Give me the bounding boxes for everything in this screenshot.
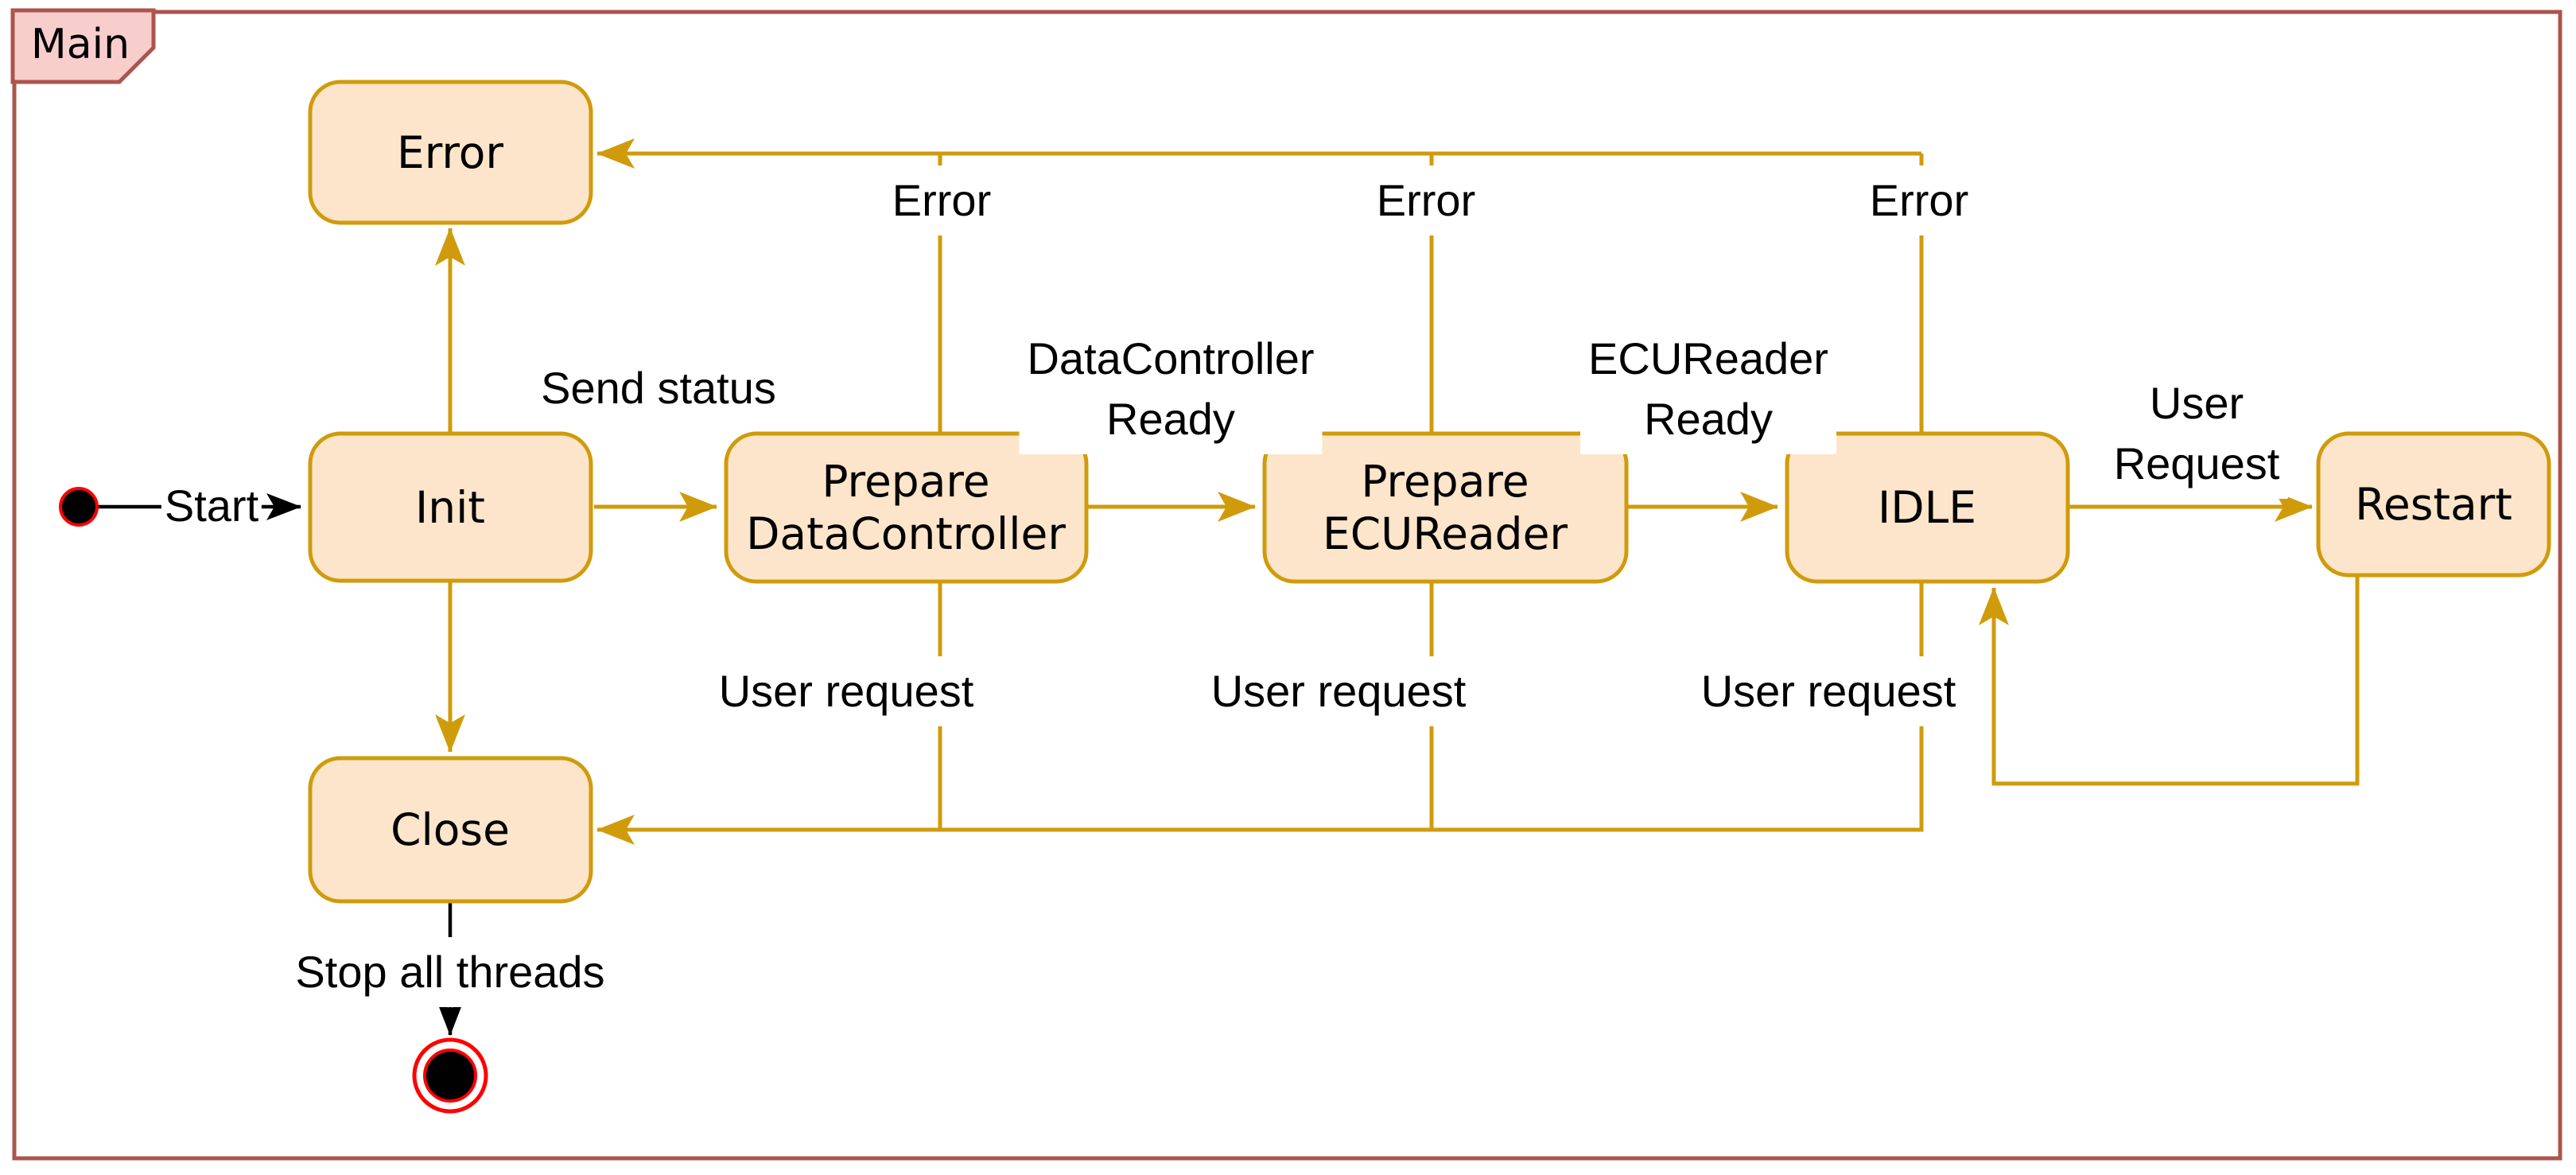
edge-label-user-request-2: User request (1203, 656, 1474, 726)
state-box-init[interactable] (308, 431, 593, 583)
edge-label-send-status: Send status (533, 353, 784, 423)
state-label-error: Error (396, 127, 504, 178)
state-box-idle[interactable] (1785, 431, 2070, 584)
frame-title: Main (30, 21, 130, 68)
edge-label-error-3: Error (1861, 165, 1977, 235)
state-label-init: Init (415, 482, 485, 533)
edge-label-stop-all-threads: Stop all threads (287, 937, 613, 1007)
initial-state-node (59, 487, 99, 527)
state-box-restart[interactable] (2316, 431, 2551, 578)
edge-label-error-1: Error (884, 165, 1000, 235)
edge-label-start: Start (161, 474, 262, 538)
edge-label-datacontroller-ready: DataController Ready (1019, 324, 1323, 454)
edge-label-error-2: Error (1368, 165, 1484, 235)
state-box-close[interactable] (308, 756, 593, 904)
state-box-error[interactable] (308, 80, 593, 225)
edge-restart-to-idle-loop (1979, 575, 2360, 786)
state-box-prepare-datacontroller[interactable] (724, 431, 1089, 584)
frame-title-tab (10, 8, 156, 84)
state-label-close: Close (390, 804, 510, 855)
edge-label-user-request-1: User request (710, 656, 982, 726)
state-label-prepare-datacontroller: Prepare DataController (746, 456, 1066, 559)
edge-label-ecureader-ready: ECUReader Ready (1580, 324, 1836, 454)
edge-label-user-request-restart: User Request (2105, 368, 2288, 499)
state-label-prepare-ecureader: Prepare ECUReader (1322, 456, 1568, 559)
frame-border (12, 10, 2562, 1161)
state-label-restart: Restart (2355, 479, 2512, 530)
state-box-prepare-ecureader[interactable] (1262, 431, 1629, 584)
state-label-idle: IDLE (1878, 482, 1976, 533)
edge-label-user-request-3: User request (1692, 656, 1964, 726)
final-state-inner-dot (423, 1049, 477, 1103)
